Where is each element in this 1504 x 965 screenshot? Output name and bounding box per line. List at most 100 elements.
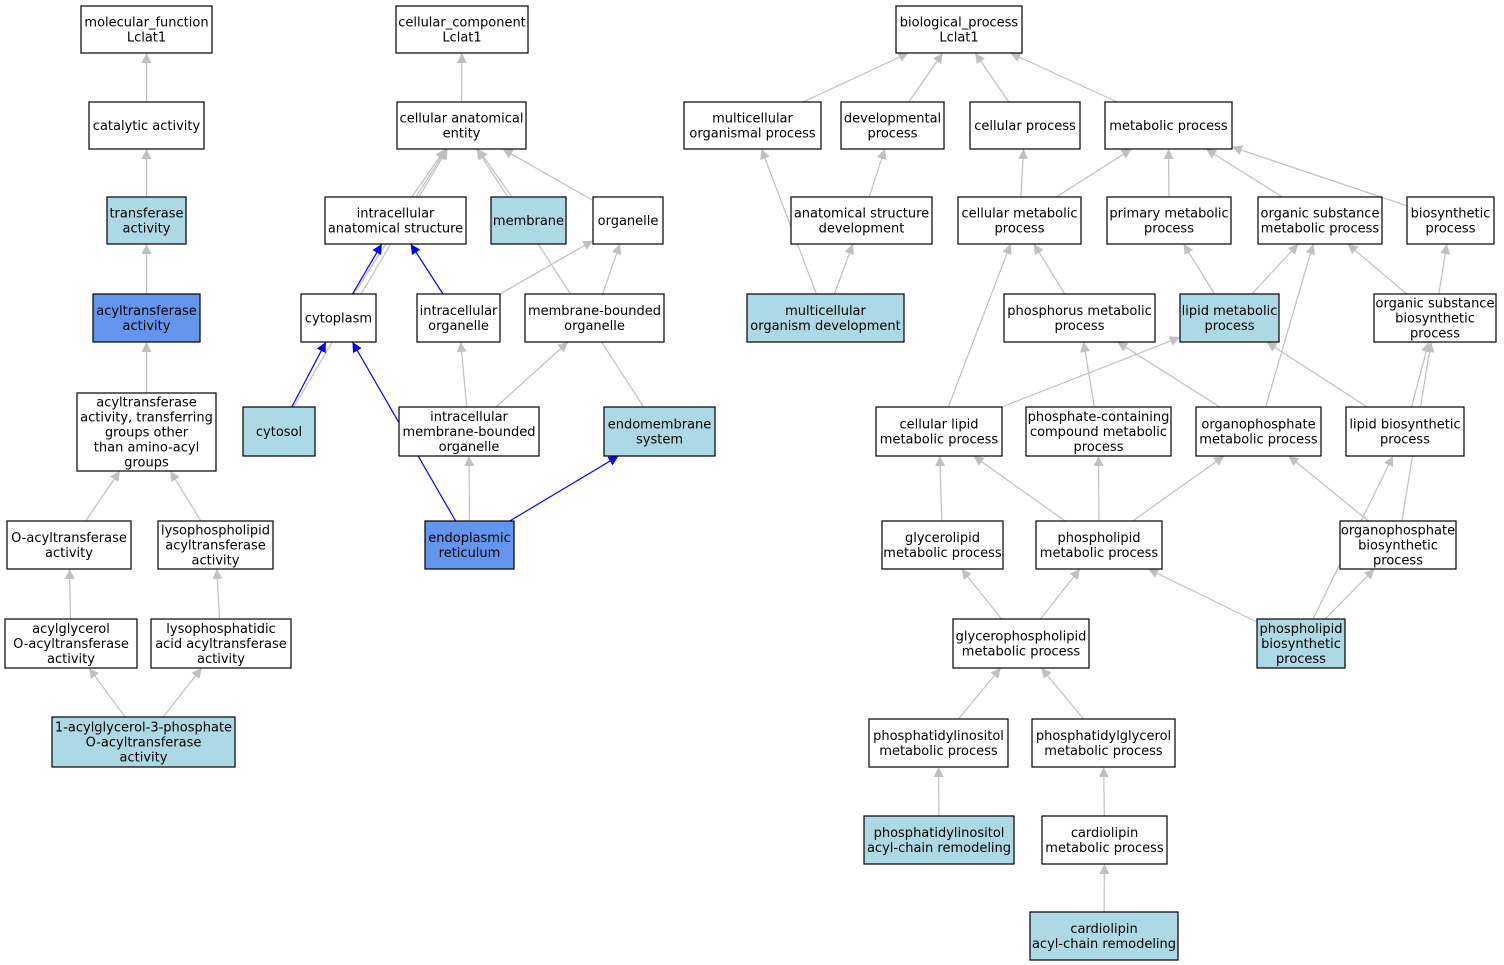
term-box xyxy=(603,406,716,457)
term-label-line: groups other xyxy=(105,426,189,441)
term-node-organelle[interactable]: organelle xyxy=(592,196,664,245)
term-label-line: biosynthetic xyxy=(1358,539,1438,554)
term-label-line: activity xyxy=(47,652,95,667)
term-node-cytoplasm[interactable]: cytoplasm xyxy=(300,293,377,343)
term-label-line: metabolic process xyxy=(1109,119,1228,134)
edge-pg-metab-to-glycerophos xyxy=(1040,667,1085,720)
term-label-line: organelle xyxy=(428,319,489,334)
edge-line xyxy=(1018,148,1029,198)
term-label-line: development xyxy=(819,222,905,237)
term-box xyxy=(868,718,1009,768)
edge-line xyxy=(1001,336,1181,408)
term-node-membrane[interactable]: membrane xyxy=(490,196,567,245)
term-label-line: activity xyxy=(45,546,93,561)
term-box xyxy=(1373,293,1497,343)
edge-metab-proc-to-bp-root xyxy=(1010,52,1118,103)
edge-line xyxy=(868,148,887,198)
term-label-line: cytoplasm xyxy=(305,312,372,327)
edge-line xyxy=(502,148,594,202)
edge-lysopl-acyl-to-acyl-other xyxy=(169,470,202,522)
term-node-metab-proc[interactable]: metabolic process xyxy=(1104,101,1233,150)
term-label-line: metabolic process xyxy=(880,433,999,448)
edge-line xyxy=(1056,148,1132,198)
edge-line xyxy=(1147,568,1258,623)
term-label-line: activity xyxy=(123,319,171,334)
term-label-line: metabolic process xyxy=(883,546,1002,561)
edge-cell-metab-to-metab-proc xyxy=(1056,148,1132,198)
term-box xyxy=(80,5,213,54)
term-label-line: activity xyxy=(123,222,171,237)
edge-line xyxy=(1010,52,1118,103)
term-label-line: reticulum xyxy=(439,546,501,561)
term-node-cell-proc[interactable]: cellular process xyxy=(969,101,1081,150)
edge-ic-mb-organelle-to-mb-organelle xyxy=(495,341,569,408)
edge-line xyxy=(1132,455,1225,522)
term-node-cytosol[interactable]: cytosol xyxy=(242,406,316,457)
edge-organelle-to-cae xyxy=(502,148,594,202)
edge-line xyxy=(1040,667,1085,720)
term-label-line: acyl-chain remodeling xyxy=(867,841,1011,856)
edge-line xyxy=(212,568,223,620)
term-label-line: process xyxy=(1410,327,1460,342)
term-box xyxy=(150,618,292,669)
term-label-line: activity xyxy=(192,554,240,569)
term-box xyxy=(157,520,274,570)
edge-lipid-biosyn-to-lipid-metab xyxy=(1266,341,1368,408)
edge-line xyxy=(1183,243,1216,295)
term-box xyxy=(952,618,1090,669)
edge-glycerophos-to-phospholipid-metab xyxy=(1039,568,1081,620)
term-node-catalytic[interactable]: catalytic activity xyxy=(88,101,205,150)
edge-line xyxy=(947,243,1012,408)
term-label-line: phosphatidylinositol xyxy=(873,729,1004,744)
term-label-line: O-acyltransferase xyxy=(13,637,129,652)
term-box xyxy=(4,618,138,669)
term-box xyxy=(1104,101,1233,150)
term-node-agpat[interactable]: 1-acylglycerol-3-phosphateO-acyltransfer… xyxy=(51,716,236,768)
edge-line xyxy=(908,52,944,103)
edge-org-sub-biosyn-to-biosynth xyxy=(1438,243,1451,295)
edge-pl-biosyn-to-organophos-biosyn xyxy=(1324,568,1375,620)
